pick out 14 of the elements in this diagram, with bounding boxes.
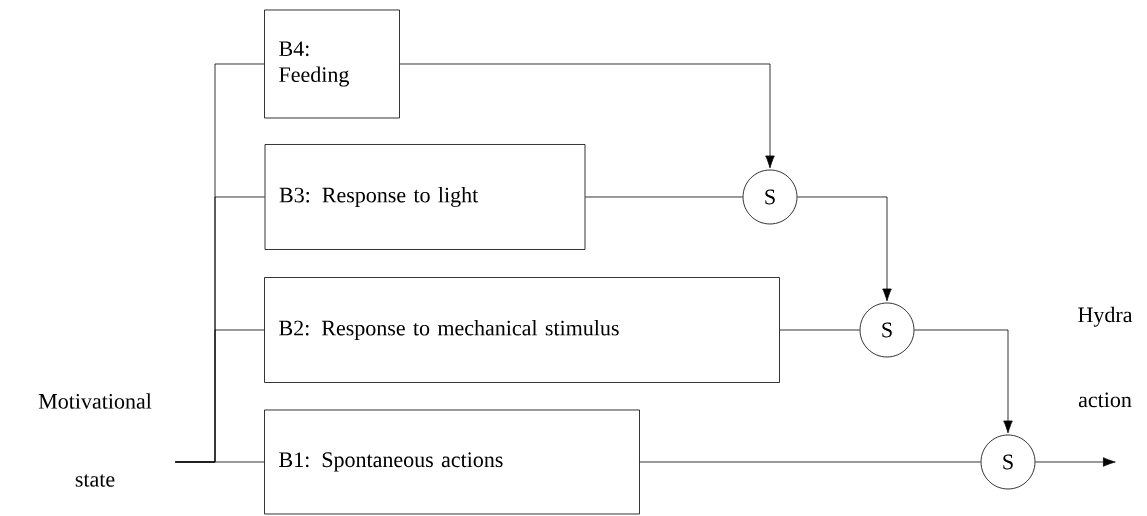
input-label: Motivational state xyxy=(38,393,152,487)
connector xyxy=(797,196,892,302)
process-box: B1: Spontaneous actions xyxy=(264,409,640,515)
process-box: B2: Response to mechanical stimulus xyxy=(264,277,780,383)
output-label: Hydra action xyxy=(1078,306,1133,408)
connector xyxy=(914,329,1013,434)
connector xyxy=(639,461,981,463)
connector xyxy=(585,196,743,198)
process-box: B3: Response to light xyxy=(264,144,586,250)
connector xyxy=(174,461,265,463)
connector xyxy=(399,63,775,169)
connector xyxy=(779,329,860,331)
connector xyxy=(1035,457,1116,467)
process-box: B4: Feeding xyxy=(264,9,400,119)
